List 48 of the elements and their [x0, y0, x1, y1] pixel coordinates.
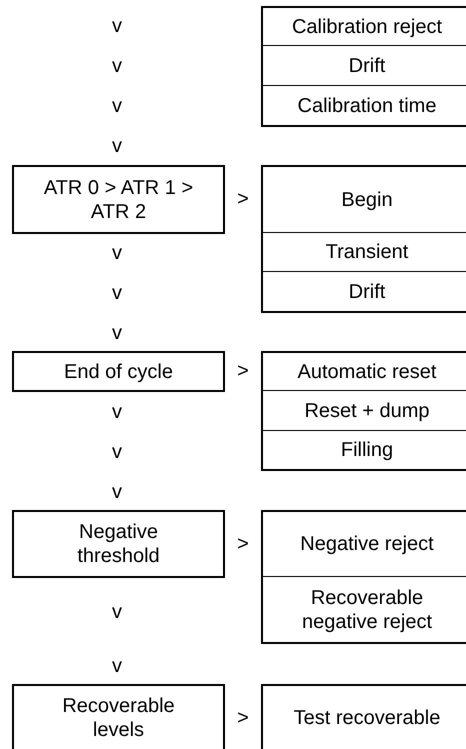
box-label: Negative threshold	[76, 520, 161, 568]
arrow-glyph: v	[112, 136, 122, 156]
process-box	[12, 165, 225, 234]
process-box	[261, 233, 466, 273]
process-box	[261, 684, 466, 749]
arrow-glyph: v	[112, 243, 122, 263]
box-label: ATR 0 > ATR 1 > ATR 2	[42, 176, 194, 224]
box-label: Recoverable levels	[61, 694, 176, 742]
box-label: Transient	[326, 240, 408, 264]
box-label: Automatic reset	[298, 360, 436, 384]
box-label: End of cycle	[64, 360, 173, 384]
arrow-glyph: >	[237, 708, 249, 728]
process-box	[261, 6, 466, 47]
arrow-glyph: v	[112, 482, 122, 502]
box-label: Reset + dump	[304, 398, 430, 422]
box-label: Calibration time	[298, 94, 436, 118]
process-box	[261, 86, 466, 127]
box-label: Drift	[348, 54, 386, 78]
arrow-glyph: >	[237, 534, 249, 554]
box-label: Drift	[348, 280, 386, 304]
process-box	[261, 510, 466, 578]
arrow-glyph: v	[112, 56, 122, 76]
arrow-glyph: >	[237, 361, 249, 381]
process-box	[12, 351, 225, 392]
arrow-glyph: v	[112, 96, 122, 116]
process-box	[12, 684, 225, 749]
process-box	[261, 165, 466, 234]
process-box	[261, 577, 466, 644]
arrow-glyph: v	[112, 656, 122, 676]
box-label: Test recoverable	[294, 706, 440, 730]
arrow-glyph: v	[112, 602, 122, 622]
arrow-glyph: v	[112, 283, 122, 303]
arrow-glyph: v	[112, 442, 122, 462]
process-box	[261, 391, 466, 432]
process-box	[261, 272, 466, 313]
box-label: Begin	[341, 188, 393, 212]
box-label: Negative reject	[300, 532, 434, 556]
box-label: Recoverable negative reject	[300, 586, 434, 634]
box-label: Calibration reject	[292, 14, 442, 38]
process-box	[261, 431, 466, 471]
arrow-glyph: v	[112, 16, 122, 36]
process-box	[261, 351, 466, 392]
box-label: Filling	[340, 438, 394, 462]
arrow-glyph: >	[237, 189, 249, 209]
process-box	[12, 510, 225, 578]
arrow-glyph: v	[112, 402, 122, 422]
process-box	[261, 46, 466, 87]
arrow-glyph: v	[112, 323, 122, 343]
